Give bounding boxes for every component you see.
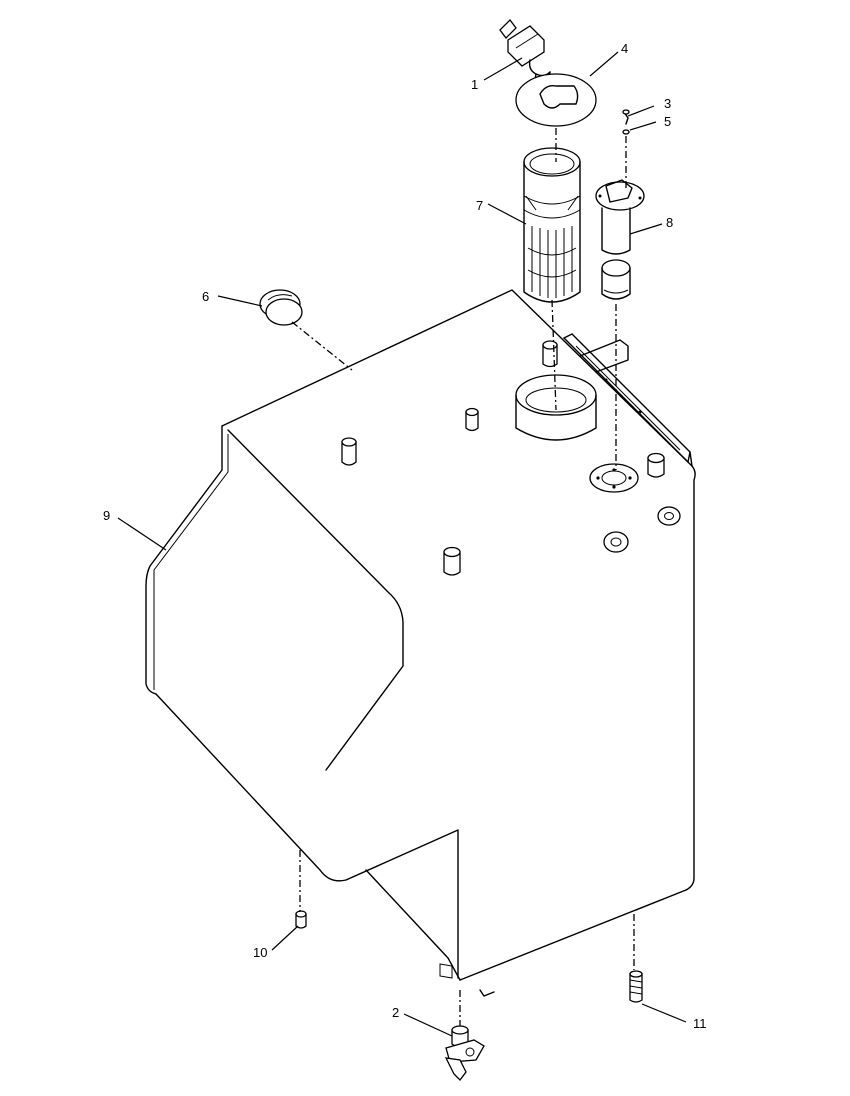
callout-4: 4 [621, 41, 628, 56]
strainer-part-7 [523, 147, 581, 303]
screw-part-3 [622, 109, 630, 125]
tank-body [145, 289, 696, 981]
assembly-center-lines [291, 128, 635, 1026]
bolt-part-11 [629, 970, 643, 1003]
mounting-rail [563, 333, 693, 467]
callout-9: 9 [103, 508, 110, 523]
callout-5: 5 [664, 114, 671, 129]
drain-valve-part-2 [444, 989, 495, 1081]
callout-8: 8 [666, 215, 673, 230]
leader-lines [117, 51, 687, 1037]
fuel-sender-part-8 [595, 179, 645, 300]
callout-11: 11 [693, 1016, 707, 1031]
callout-2: 2 [392, 1005, 399, 1020]
gasket-part-4 [515, 73, 597, 127]
washer-part-5 [622, 129, 630, 135]
sender-mount-ring [589, 463, 639, 493]
callout-6: 6 [202, 289, 209, 304]
callout-1: 1 [471, 77, 478, 92]
callout-7: 7 [476, 198, 483, 213]
plug-part-6 [259, 289, 303, 326]
callout-labels: 1 2 3 4 5 6 7 8 9 10 11 [103, 41, 707, 1031]
callout-3: 3 [664, 96, 671, 111]
mounting-bosses [341, 340, 681, 576]
bolt-part-10 [295, 910, 307, 929]
callout-10: 10 [253, 945, 267, 960]
